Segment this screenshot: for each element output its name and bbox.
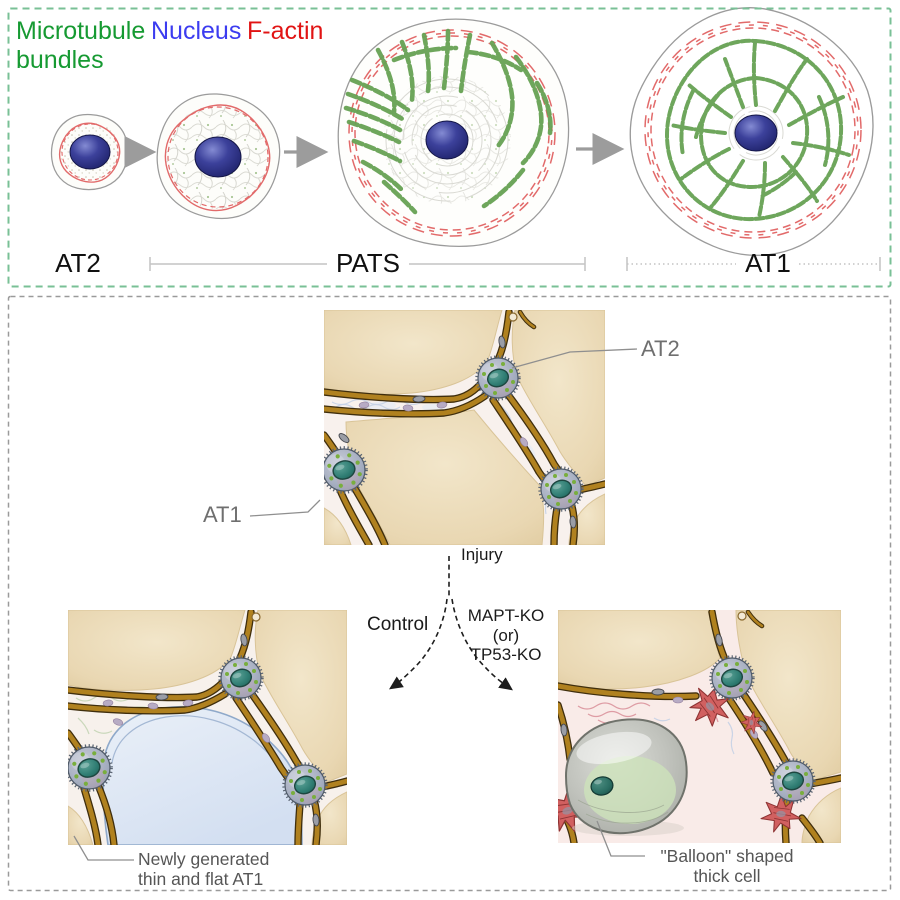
injury-label: Injury — [461, 545, 503, 564]
nucleus — [194, 136, 242, 178]
nucleus — [69, 134, 111, 170]
legend-nucleus: Nucleus — [151, 17, 242, 45]
nucleus — [734, 114, 778, 152]
legend-bundles: bundles — [16, 46, 104, 74]
ko-result-line2: thick cell — [693, 866, 761, 886]
stage-label-pats: PATS — [335, 248, 401, 278]
early-pats-cell — [144, 84, 291, 231]
callout-at1: AT1 — [203, 502, 242, 527]
ko-result-line1: "Balloon" shaped — [660, 846, 794, 866]
alveolar-pore — [737, 611, 747, 621]
callout-at2: AT2 — [641, 336, 680, 361]
legend-factin: F-actin — [247, 17, 324, 45]
control-result-line1: Newly generated — [138, 849, 270, 869]
stage-label-at1: AT1 — [745, 248, 791, 278]
control-result-illustration — [68, 610, 347, 845]
ko-label-line3: TP53-KO — [470, 645, 542, 664]
alveolar-pore — [251, 612, 261, 622]
ko-label-line1: MAPT-KO — [467, 606, 545, 625]
legend-microtubule: Microtubule — [16, 17, 146, 45]
stage-label-at2: AT2 — [55, 248, 101, 278]
control-result-line2: thin and flat AT1 — [138, 869, 264, 889]
alveolar-pore — [508, 312, 518, 322]
control-label: Control — [367, 614, 429, 635]
pats-cell — [337, 18, 570, 248]
healthy-alveoli-illustration — [324, 310, 605, 545]
at2-stage-cell — [50, 113, 130, 193]
at1-leader-line — [249, 499, 321, 517]
nucleus — [425, 120, 469, 160]
ko-result-illustration — [558, 610, 841, 843]
ko-label-line2: (or) — [492, 626, 520, 645]
